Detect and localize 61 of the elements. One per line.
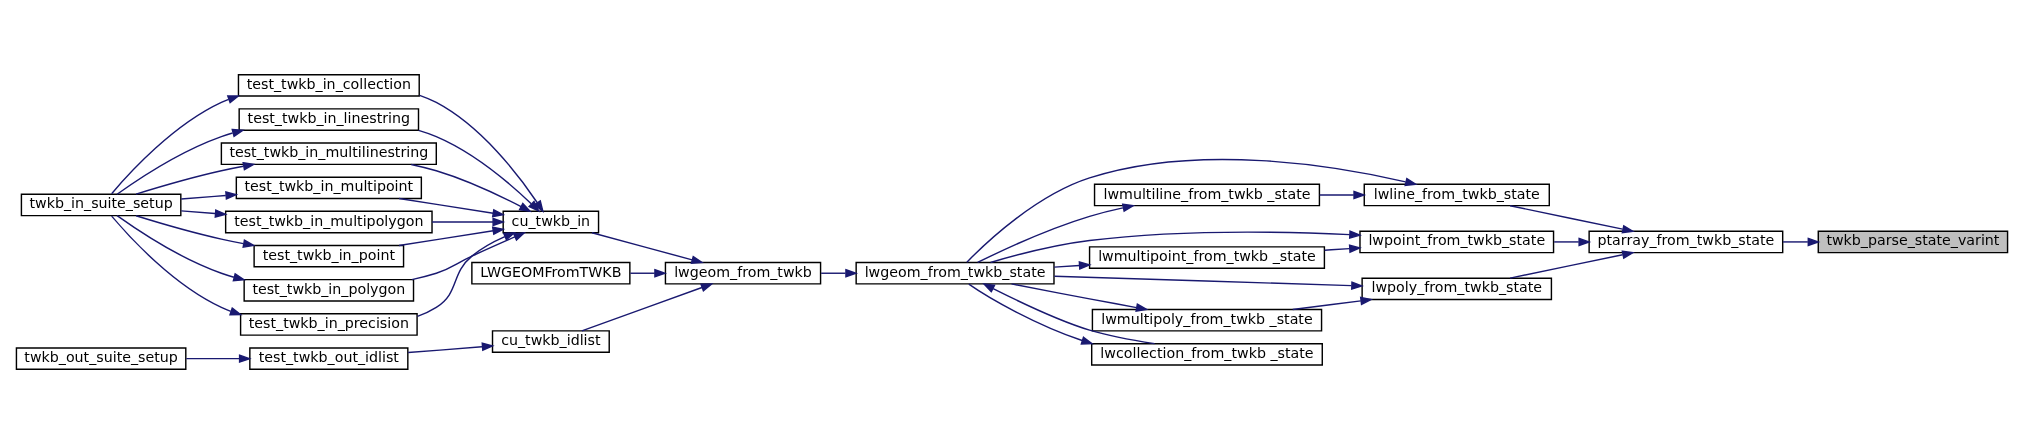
node-box: test_twkb_in_linestring: [238, 107, 420, 131]
arrow: [820, 268, 859, 278]
node-box: test_twkb_in_multipoint: [235, 175, 423, 199]
arrow: [417, 129, 541, 212]
arrow: [1318, 189, 1367, 199]
arrow: [410, 163, 532, 212]
node-box: test_twkb_in_multipolygon: [224, 210, 433, 233]
arrow: [411, 231, 527, 280]
arrow: [629, 268, 668, 278]
node-box: test_twkb_in_precision: [239, 312, 418, 336]
node-box: twkb_out_suite_setup: [15, 346, 187, 370]
arrow: [1323, 243, 1362, 253]
arrow: [982, 282, 1156, 344]
node-box: test_twkb_in_polygon: [243, 278, 415, 302]
node-box: test_twkb_in_multilinestring: [220, 141, 437, 165]
arrow: [116, 128, 245, 195]
arrow: [431, 217, 506, 226]
arrow: [1053, 260, 1092, 270]
arrow: [989, 229, 1362, 263]
arrow: [110, 214, 243, 315]
arrow: [1292, 295, 1374, 310]
arrow: [1010, 282, 1149, 312]
node-box: test_twkb_in_collection: [237, 73, 420, 97]
arrow: [407, 341, 495, 353]
node-box: twkb_in_suite_setup: [20, 193, 182, 216]
arrow: [1053, 275, 1364, 290]
node-box: lwgeom_from_twkb_state: [855, 261, 1055, 285]
arrow: [416, 231, 517, 317]
arrow: [185, 353, 252, 363]
node-box: ptarray_from_twkb_state: [1588, 230, 1784, 253]
arrow: [180, 208, 228, 218]
node-box: lwmultipoly_from_twkb _state: [1091, 308, 1323, 332]
node-box: test_twkb_in_point: [253, 244, 405, 268]
node-box: lwmultipoint_from_twkb _state: [1088, 245, 1326, 269]
node-box: test_twkb_out_idlist: [249, 346, 409, 370]
node-box: LWGEOMFromTWKB: [471, 261, 631, 285]
arrow: [591, 231, 705, 264]
arrow: [1509, 249, 1635, 279]
arrow: [398, 225, 506, 246]
arrow: [180, 190, 239, 200]
node-box: lwline_from_twkb_state: [1363, 183, 1550, 206]
arrow: [135, 161, 256, 195]
node-box: lwmultiline_from_twkb _state: [1093, 183, 1321, 206]
arrow: [1782, 236, 1821, 246]
node-box: lwcollection_from_twkb _state: [1091, 342, 1323, 366]
arrow: [966, 158, 1418, 263]
arrow: [135, 214, 256, 248]
node-box: lwgeom_from_twkb: [664, 261, 822, 285]
arrow: [1509, 204, 1635, 233]
node-box: lwpoly_from_twkb_state: [1361, 277, 1553, 300]
arrow: [1553, 236, 1592, 246]
arrow: [968, 282, 1094, 345]
arrow: [976, 202, 1136, 263]
arrow: [398, 197, 506, 218]
node-box: cu_twkb_in: [502, 210, 600, 233]
node-box: lwpoint_from_twkb_state: [1359, 230, 1555, 253]
arrow: [110, 94, 241, 194]
arrow: [116, 214, 246, 281]
arrow: [581, 282, 714, 332]
node-box: cu_twkb_idlist: [491, 329, 610, 353]
node-box: twkb_parse_state_varint: [1817, 230, 2009, 253]
